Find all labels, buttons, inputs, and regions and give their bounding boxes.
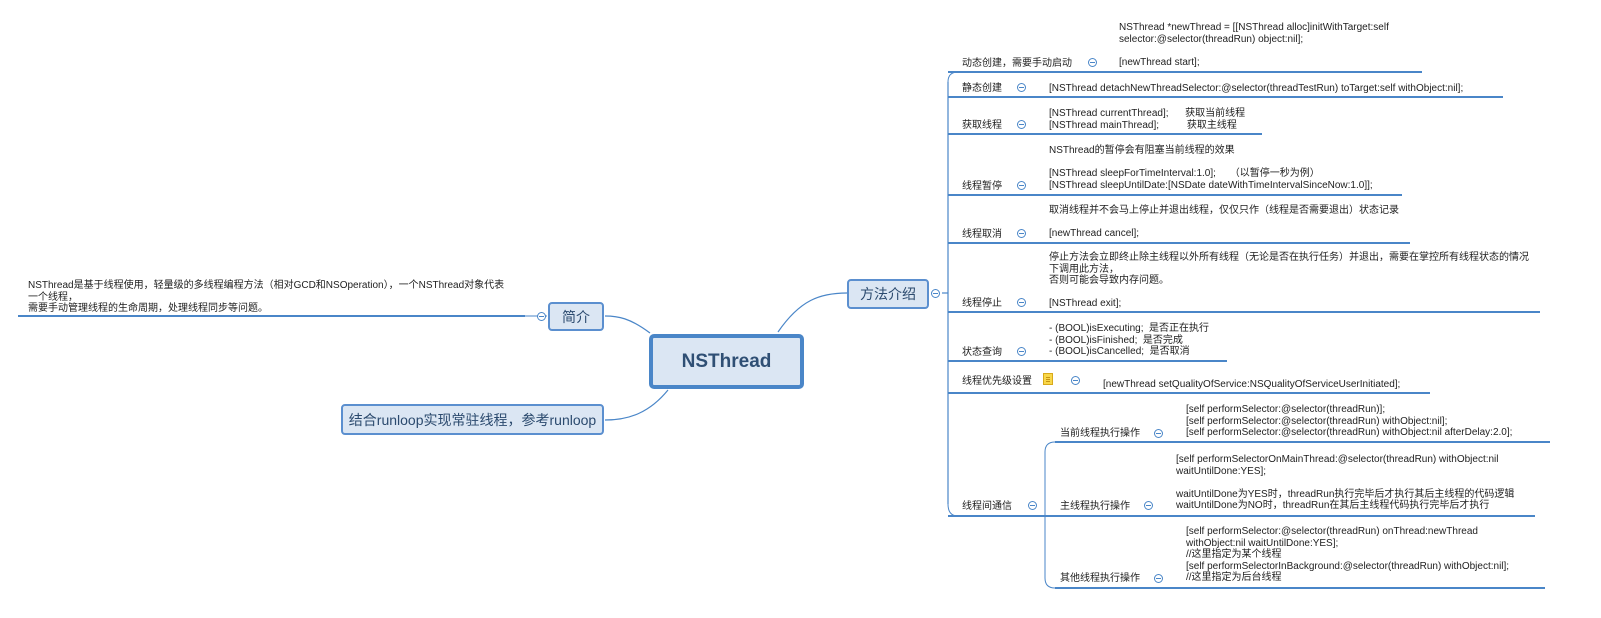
collapse-icon[interactable] — [1088, 58, 1097, 67]
code-thread-stop: 停止方法会立即终止除主线程以外所有线程（无论是否在执行任务）并退出，需要在掌控所… — [1049, 252, 1529, 309]
collapse-icon[interactable] — [1017, 120, 1026, 129]
code-current-thread: [self performSelector:@selector(threadRu… — [1186, 404, 1513, 438]
topic-intro[interactable]: 简介 — [548, 302, 604, 331]
code-static-create: [NSThread detachNewThreadSelector:@selec… — [1049, 83, 1464, 94]
central-topic[interactable]: NSThread — [649, 334, 804, 389]
subtopic-static-create[interactable]: 静态创建 — [962, 83, 1002, 94]
collapse-icon[interactable] — [1144, 501, 1153, 510]
code-priority: [newThread setQualityOfService:NSQuality… — [1103, 379, 1401, 390]
collapse-icon[interactable] — [1017, 83, 1026, 92]
collapse-icon[interactable] — [1017, 181, 1026, 190]
code-thread-pause: NSThread的暂停会有阻塞当前线程的效果 [NSThread sleepFo… — [1049, 145, 1373, 191]
code-thread-cancel: 取消线程并不会马上停止并退出线程，仅仅只作（线程是否需要退出）状态记录 [new… — [1049, 205, 1399, 239]
subtopic-thread-communication[interactable]: 线程间通信 — [962, 501, 1012, 512]
subtopic-dynamic-create[interactable]: 动态创建，需要手动启动 — [962, 58, 1072, 69]
subtopic-thread-stop[interactable]: 线程停止 — [962, 298, 1002, 309]
intro-note: NSThread是基于线程使用，轻量级的多线程编程方法（相对GCD和NSOper… — [28, 280, 505, 314]
subtopic-thread-pause[interactable]: 线程暂停 — [962, 181, 1002, 192]
note-icon[interactable] — [1043, 373, 1053, 385]
collapse-icon[interactable] — [1028, 501, 1037, 510]
collapse-icon[interactable] — [1017, 347, 1026, 356]
comm-current-thread[interactable]: 当前线程执行操作 — [1060, 428, 1140, 439]
subtopic-thread-cancel[interactable]: 线程取消 — [962, 229, 1002, 240]
topic-methods[interactable]: 方法介绍 — [847, 279, 929, 309]
code-dynamic-create: NSThread *newThread = [[NSThread alloc]i… — [1119, 22, 1389, 68]
code-status-query: - (BOOL)isExecuting; 是否正在执行 - (BOOL)isFi… — [1049, 323, 1210, 357]
collapse-icon[interactable] — [1017, 229, 1026, 238]
collapse-icon[interactable] — [1154, 429, 1163, 438]
collapse-icon[interactable] — [931, 289, 940, 298]
comm-main-thread[interactable]: 主线程执行操作 — [1060, 501, 1130, 512]
subtopic-priority[interactable]: 线程优先级设置 — [962, 376, 1032, 387]
collapse-icon[interactable] — [537, 312, 546, 321]
collapse-icon[interactable] — [1071, 376, 1080, 385]
comm-other-thread[interactable]: 其他线程执行操作 — [1060, 573, 1140, 584]
collapse-icon[interactable] — [1154, 574, 1163, 583]
code-main-thread: [self performSelectorOnMainThread:@selec… — [1176, 454, 1515, 511]
collapse-icon[interactable] — [1017, 298, 1026, 307]
code-get-thread: [NSThread currentThread]; 获取当前线程 [NSThre… — [1049, 108, 1246, 131]
subtopic-get-thread[interactable]: 获取线程 — [962, 120, 1002, 131]
topic-runloop[interactable]: 结合runloop实现常驻线程，参考runloop — [341, 404, 604, 435]
code-other-thread: [self performSelector:@selector(threadRu… — [1186, 526, 1510, 583]
subtopic-status-query[interactable]: 状态查询 — [962, 347, 1002, 358]
